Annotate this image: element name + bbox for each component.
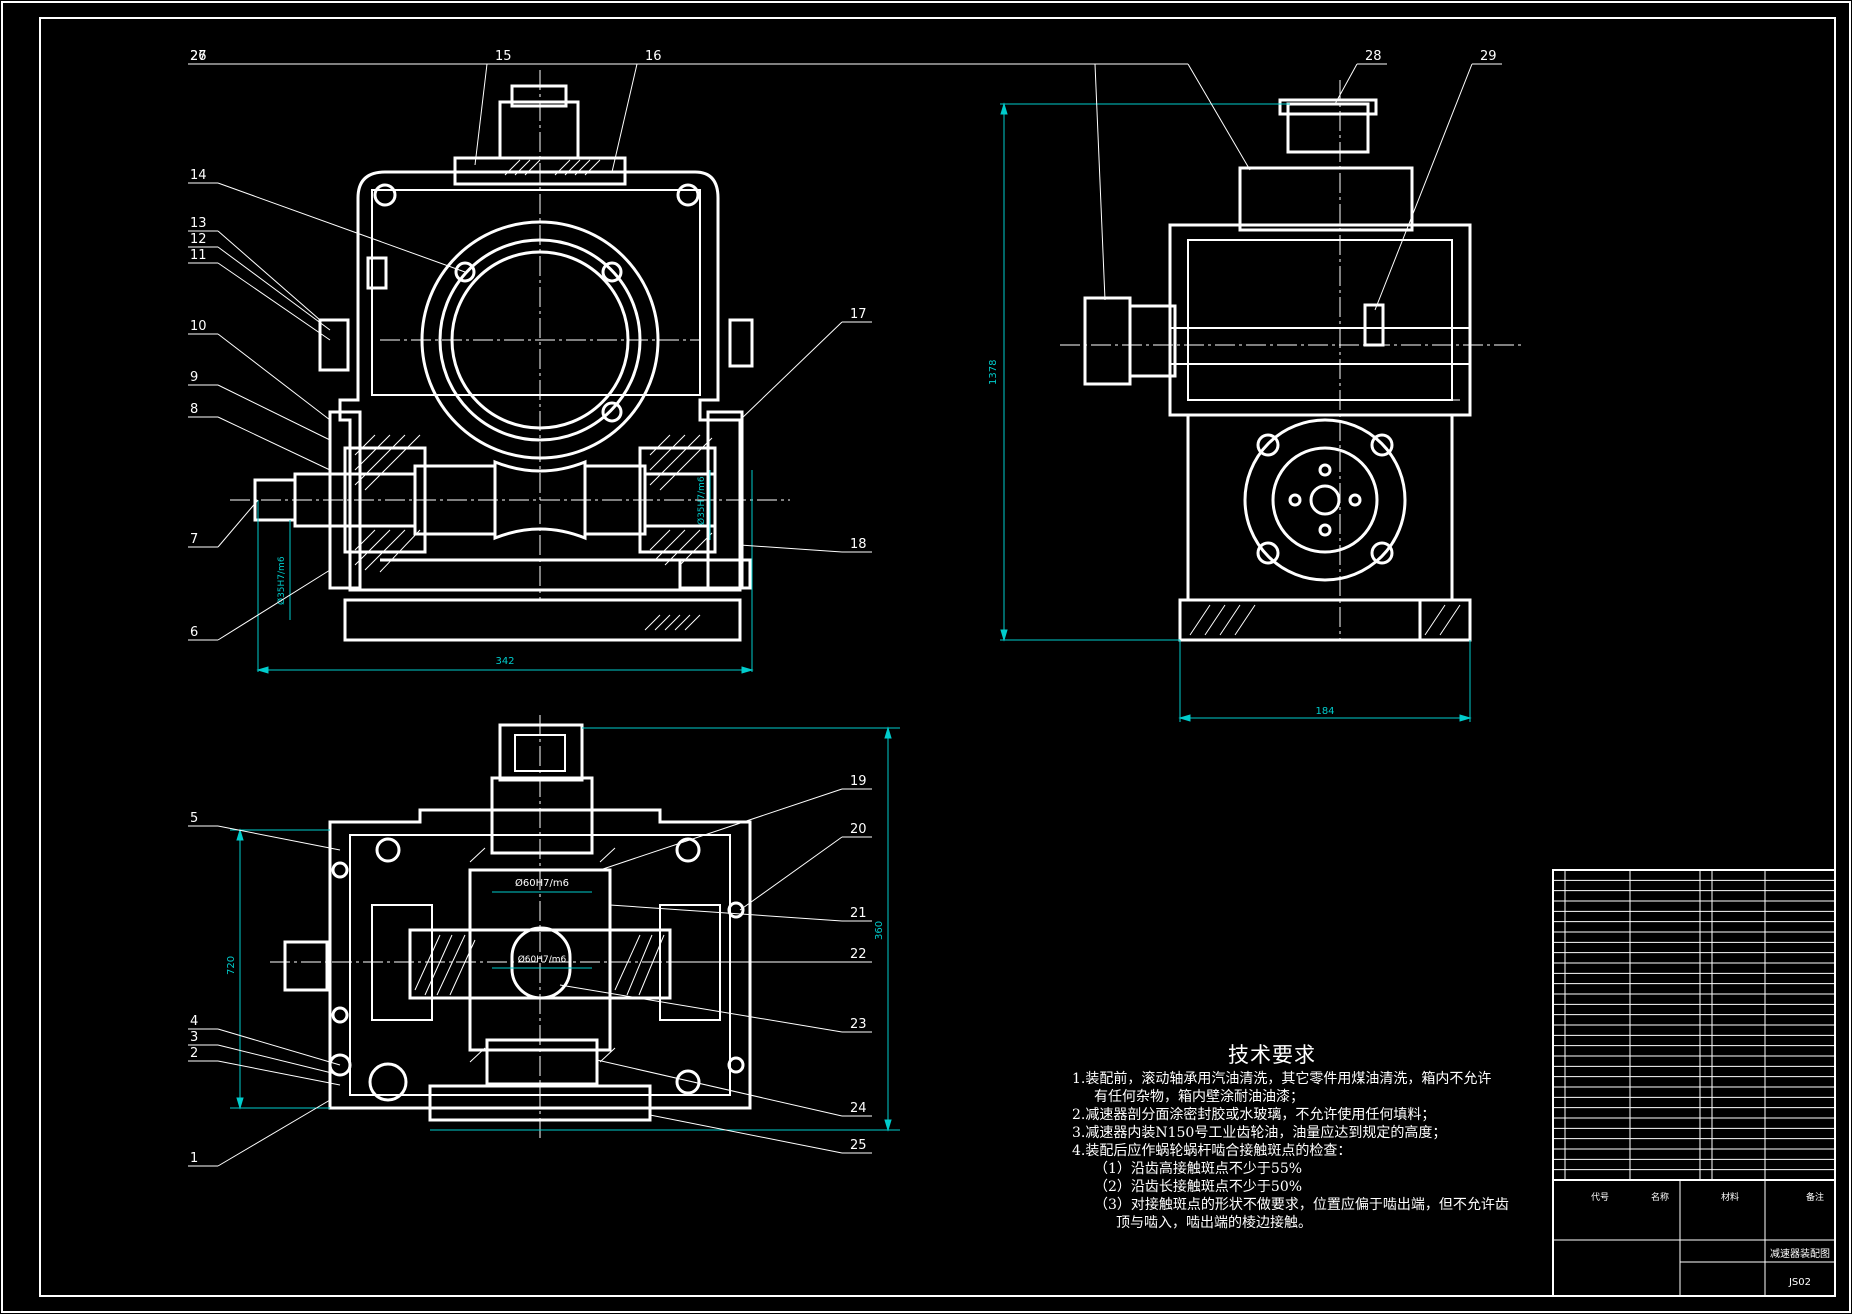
leader-line-21 <box>609 904 843 922</box>
leader-line-2 <box>217 1060 341 1086</box>
balloon-11: 11 <box>190 248 207 263</box>
leader-line-26 <box>1094 63 1106 301</box>
dim-side-width: 184 <box>1315 706 1334 717</box>
dim-top-height-left: 720 <box>226 956 237 975</box>
leader-line-19 <box>599 788 843 871</box>
dim-fit-shaft-left: Ø35H7/m6 <box>276 556 287 605</box>
note-line-5: 4.装配后应作蜗轮蜗杆啮合接触斑点的检查： <box>1072 1143 1352 1159</box>
side-view-hatch <box>1189 604 1461 636</box>
balloon-26: 26 <box>190 49 207 64</box>
leader-line-14 <box>217 182 466 273</box>
leader-line-1 <box>217 1099 331 1167</box>
top-view-dimensions <box>230 726 900 1132</box>
leader-line-28 <box>1334 63 1358 105</box>
technical-requirements: 技术要求 1.装配前，滚动轴承用汽油清洗，其它零件用煤油清洗，箱内不允许 有任何… <box>1072 1043 1509 1232</box>
inner-frame <box>39 17 1836 1297</box>
leader-line-13 <box>217 230 321 321</box>
leader-line-5 <box>217 825 341 851</box>
balloon-21: 21 <box>850 906 867 921</box>
note-line-3: 2.减速器剖分面涂密封胶或水玻璃，不允许使用任何填料； <box>1072 1107 1436 1123</box>
balloon-28: 28 <box>1365 49 1382 64</box>
front-view-dimensions <box>256 470 754 674</box>
note-line-8: （3）对接触斑点的形状不做要求，位置应偏于啮出端，但不允许齿 <box>1094 1197 1509 1213</box>
leader-line-6 <box>217 569 331 641</box>
side-view <box>1060 80 1525 642</box>
leader-line-15 <box>474 63 488 166</box>
dim-fit-shaft-right: Ø35H7/m6 <box>696 476 707 525</box>
balloon-27: 27 <box>190 49 207 64</box>
balloon-24: 24 <box>850 1101 867 1116</box>
balloon-1: 1 <box>190 1151 198 1166</box>
balloon-17: 17 <box>850 307 867 322</box>
leader-line-18 <box>739 544 843 553</box>
balloon-8: 8 <box>190 402 198 417</box>
parts-header-name: 名称 <box>1651 1191 1669 1203</box>
leader-line-27 <box>1187 63 1251 171</box>
note-line-9: 顶与啮入，啮出端的棱边接触。 <box>1116 1215 1312 1231</box>
parts-header-material: 材料 <box>1721 1191 1739 1203</box>
front-view <box>230 70 790 642</box>
balloon-4: 4 <box>190 1014 198 1029</box>
note-line-1: 1.装配前，滚动轴承用汽油清洗，其它零件用煤油清洗，箱内不允许 <box>1072 1071 1492 1087</box>
leader-lines <box>188 63 1502 1167</box>
dim-fit-bore: Ø60H7/m6 <box>515 877 569 889</box>
leader-line-23 <box>559 984 843 1033</box>
note-line-2: 有任何杂物，箱内壁涂耐油油漆； <box>1094 1089 1304 1105</box>
dim-fit-mid: Ø60H7/m6 <box>518 954 567 965</box>
balloon-10: 10 <box>190 319 207 334</box>
leader-line-25 <box>649 1114 843 1154</box>
balloon-13: 13 <box>190 216 207 231</box>
leader-line-24 <box>596 1059 843 1117</box>
title-block <box>1552 1179 1836 1297</box>
balloon-5: 5 <box>190 811 198 826</box>
balloon-18: 18 <box>850 537 867 552</box>
leader-line-3 <box>217 1044 341 1076</box>
note-line-6: （1）沿齿高接触斑点不少于55% <box>1094 1161 1303 1177</box>
title-drawing-name: 减速器装配图 <box>1770 1247 1830 1260</box>
parts-header-note: 备注 <box>1806 1191 1824 1203</box>
leader-line-16 <box>611 63 638 173</box>
balloon-23: 23 <box>850 1017 867 1032</box>
notes-title: 技术要求 <box>1228 1043 1316 1067</box>
dim-side-height: 1378 <box>988 360 999 385</box>
leader-line-7 <box>217 499 259 548</box>
title-drawing-no: JS02 <box>1788 1277 1811 1288</box>
dim-top-height-right: 360 <box>874 921 885 940</box>
leader-line-11 <box>217 262 331 341</box>
leader-line-17 <box>739 321 843 421</box>
leader-line-29 <box>1374 63 1473 311</box>
balloon-15: 15 <box>495 49 512 64</box>
balloon-16: 16 <box>645 49 662 64</box>
side-view-dimensions <box>1000 102 1472 722</box>
top-view-hatch <box>414 847 665 1063</box>
balloon-25: 25 <box>850 1138 867 1153</box>
balloon-22: 22 <box>850 947 867 962</box>
balloon-2: 2 <box>190 1046 198 1061</box>
leader-line-10 <box>217 333 331 421</box>
balloon-6: 6 <box>190 625 198 640</box>
balloon-12: 12 <box>190 232 207 247</box>
note-line-7: （2）沿齿长接触斑点不少于50% <box>1094 1179 1303 1195</box>
balloon-3: 3 <box>190 1030 198 1045</box>
balloon-19: 19 <box>850 774 867 789</box>
parts-list <box>1552 869 1836 1181</box>
balloon-20: 20 <box>850 822 867 837</box>
note-line-4: 3.减速器内装N150号工业齿轮油，油量应达到规定的高度； <box>1072 1125 1447 1141</box>
leader-line-9 <box>217 384 331 441</box>
leader-line-20 <box>739 836 843 911</box>
balloon-7: 7 <box>190 532 198 547</box>
balloon-9: 9 <box>190 370 198 385</box>
front-view-hatch <box>354 159 713 631</box>
leader-line-4 <box>217 1028 341 1066</box>
leader-line-12 <box>217 246 331 331</box>
top-view <box>270 715 790 1140</box>
leader-line-8 <box>217 416 331 471</box>
balloon-29: 29 <box>1480 49 1497 64</box>
balloon-14: 14 <box>190 168 207 183</box>
parts-header-code: 代号 <box>1591 1192 1609 1203</box>
dim-front-width: 342 <box>495 656 514 667</box>
